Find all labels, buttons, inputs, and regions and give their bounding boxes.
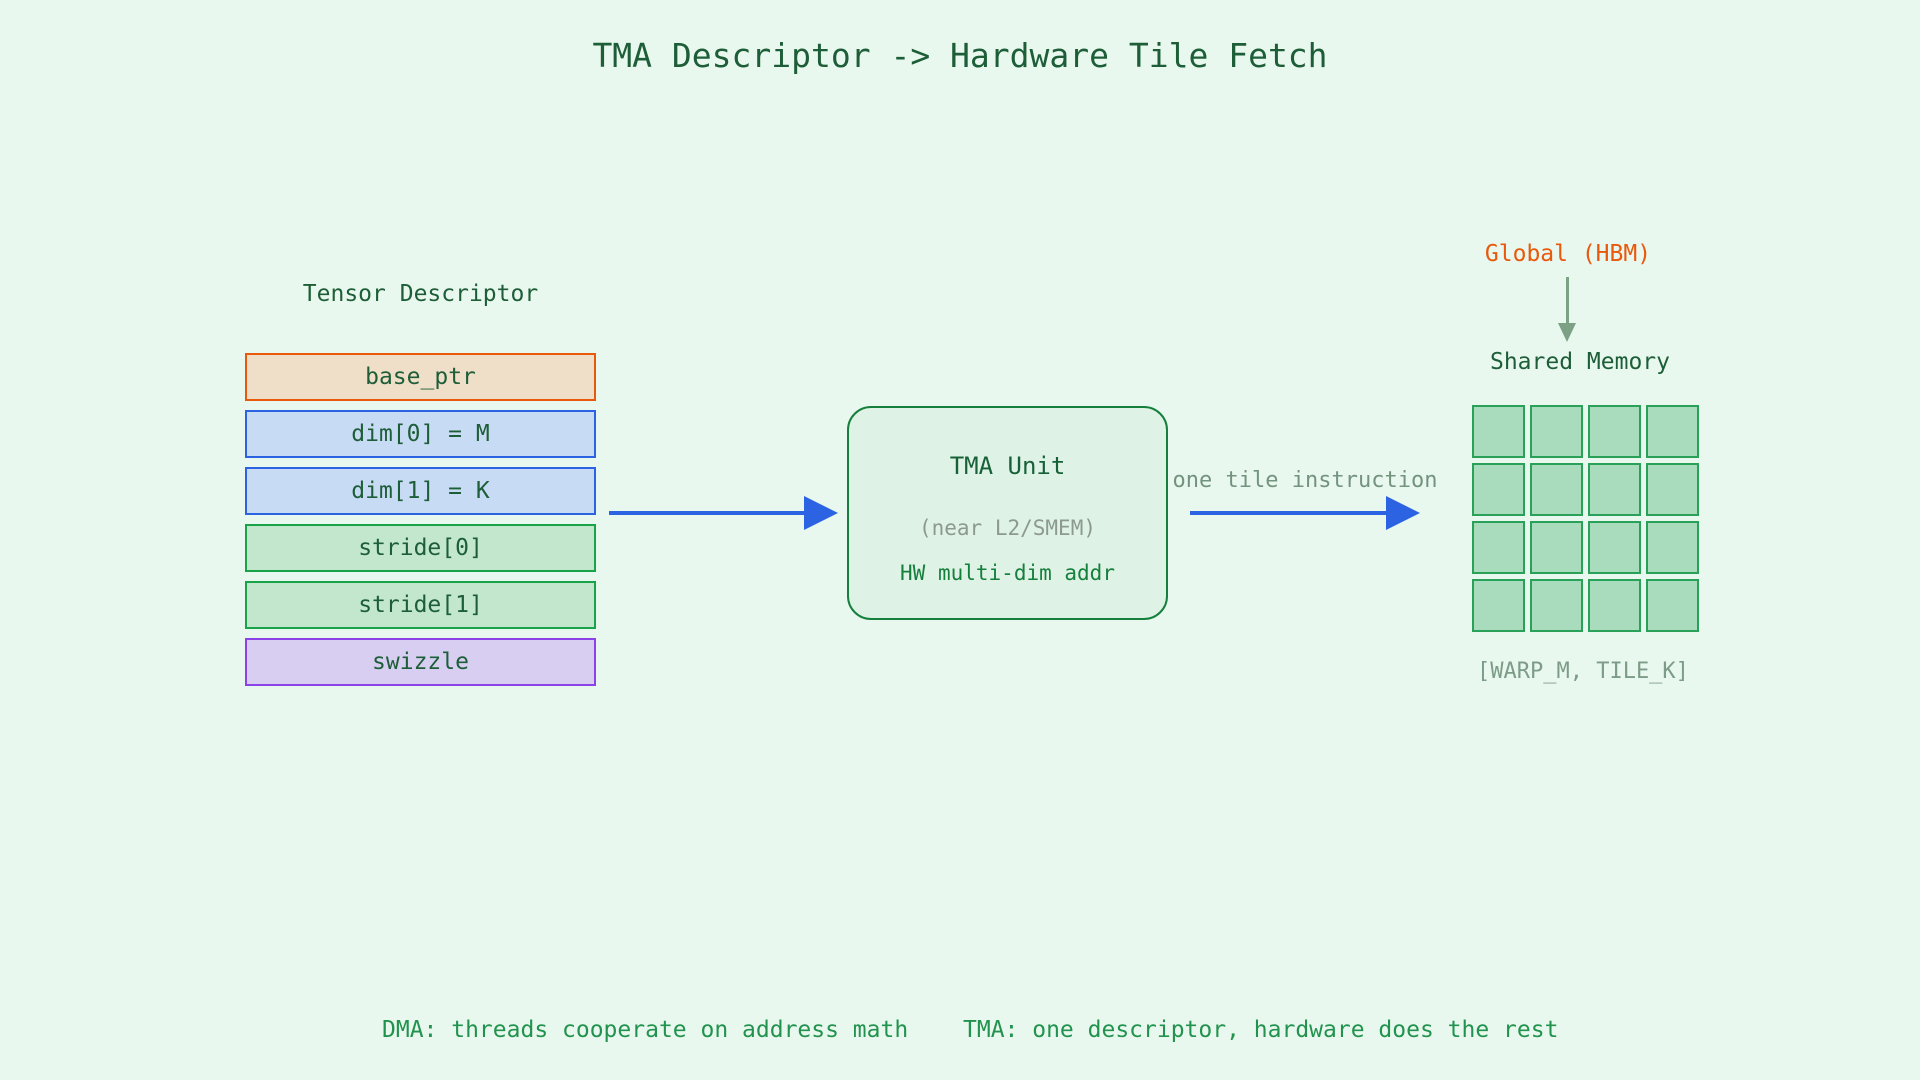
descriptor-field-dim-0-m: dim[0] = M [245, 410, 596, 458]
descriptor-field-label: stride[0] [358, 535, 483, 561]
smem-tile-cell [1588, 521, 1641, 574]
descriptor-field-swizzle: swizzle [245, 638, 596, 686]
tensor-descriptor-label: Tensor Descriptor [302, 281, 539, 307]
smem-tile-cell [1472, 405, 1525, 458]
descriptor-field-label: stride[1] [358, 592, 483, 618]
dma-footer-note: DMA: threads cooperate on address math [382, 1017, 909, 1043]
tma-unit-title: TMA Unit [949, 452, 1066, 480]
page-title: TMA Descriptor -> Hardware Tile Fetch [592, 36, 1328, 75]
descriptor-field-stride-0: stride[0] [245, 524, 596, 572]
tensor-descriptor-stack: base_ptr dim[0] = M dim[1] = K stride[0] str… [245, 353, 596, 695]
smem-tile-cell [1530, 463, 1583, 516]
hbm-to-smem-arrow-line [1566, 277, 1569, 325]
smem-tile-cell [1588, 405, 1641, 458]
smem-tile-cell [1646, 405, 1699, 458]
smem-tile-cell [1472, 463, 1525, 516]
smem-tile-cell [1530, 521, 1583, 574]
shared-memory-label: Shared Memory [1489, 349, 1670, 375]
descriptor-field-base-ptr: base_ptr [245, 353, 596, 401]
descriptor-to-tma-arrow-head [804, 496, 838, 530]
smem-tile-cell [1472, 579, 1525, 632]
descriptor-field-label: swizzle [372, 649, 469, 675]
smem-tile-cell [1472, 521, 1525, 574]
tile-grid-caption: [WARP_M, TILE_K] [1477, 659, 1689, 684]
descriptor-field-stride-1: stride[1] [245, 581, 596, 629]
smem-tile-cell [1530, 405, 1583, 458]
smem-tile-cell [1588, 579, 1641, 632]
descriptor-to-tma-arrow-line [609, 511, 805, 515]
tile-instruction-label: one tile instruction [1172, 468, 1438, 493]
global-hbm-label: Global (HBM) [1484, 241, 1652, 267]
shared-memory-tile-grid [1472, 405, 1699, 632]
tma-to-smem-arrow-head [1386, 496, 1420, 530]
tma-footer-note: TMA: one descriptor, hardware does the r… [963, 1017, 1559, 1043]
tma-unit-subtitle: (near L2/SMEM) [918, 516, 1096, 540]
smem-tile-cell [1646, 463, 1699, 516]
descriptor-field-label: dim[1] = K [351, 478, 490, 504]
smem-tile-cell [1646, 521, 1699, 574]
hbm-to-smem-arrow-head [1558, 323, 1576, 342]
smem-tile-cell [1530, 579, 1583, 632]
tma-unit-note: HW multi-dim addr [900, 561, 1115, 585]
smem-tile-cell [1646, 579, 1699, 632]
descriptor-field-dim-1-k: dim[1] = K [245, 467, 596, 515]
tma-to-smem-arrow-line [1190, 511, 1386, 515]
smem-tile-cell [1588, 463, 1641, 516]
descriptor-field-label: base_ptr [365, 364, 476, 390]
descriptor-field-label: dim[0] = M [351, 421, 490, 447]
tma-unit-box [847, 406, 1168, 620]
